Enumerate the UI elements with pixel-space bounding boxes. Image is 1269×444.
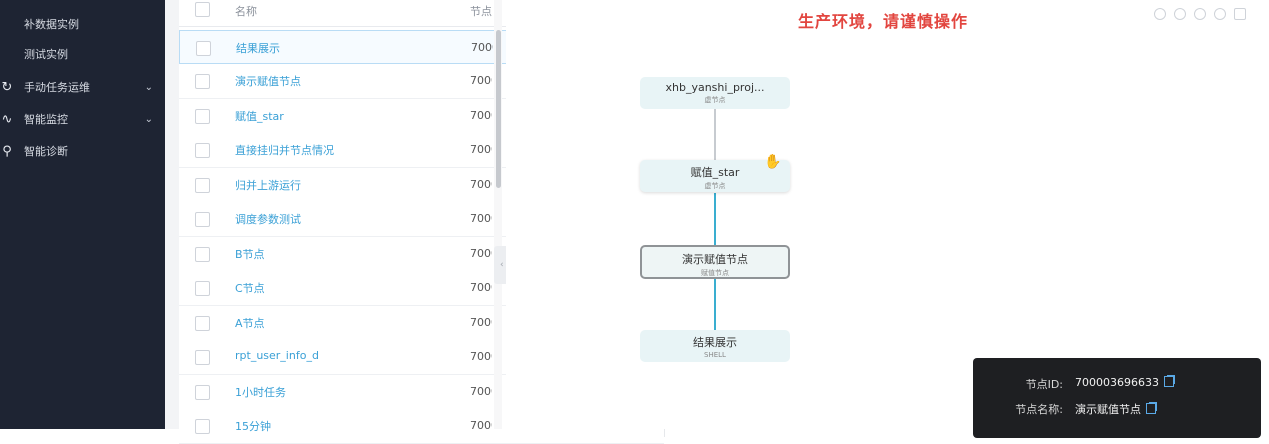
dag-node[interactable]: 结果展示 SHELL xyxy=(640,330,790,362)
sidebar-item-label: 智能监控 xyxy=(24,113,68,126)
task-id: 7000 xyxy=(470,385,492,398)
fullscreen-icon[interactable] xyxy=(1234,8,1246,20)
production-warning: 生产环境，请谨慎操作 xyxy=(798,12,969,31)
row-checkbox[interactable] xyxy=(196,41,211,56)
chevron-down-icon: ⌄ xyxy=(144,81,153,93)
dag-edge xyxy=(714,108,716,160)
sidebar-item-label: 智能诊断 xyxy=(24,145,68,158)
dag-node-title: 结果展示 xyxy=(693,336,737,349)
sidebar-item-label: 补数据实例 xyxy=(24,18,79,31)
task-name-link[interactable]: A节点 xyxy=(235,317,265,330)
row-checkbox[interactable] xyxy=(195,247,210,262)
task-list-panel: 名称 节点 结果展示 7000 演示赋值节点 7000 赋值_star 7000… xyxy=(165,0,665,444)
copy-icon[interactable] xyxy=(1146,403,1156,414)
task-id: 7000 xyxy=(470,109,492,122)
row-checkbox[interactable] xyxy=(195,74,210,89)
row-checkbox[interactable] xyxy=(195,350,210,365)
column-header-id: 节点 xyxy=(470,5,492,18)
node-id-label: 节点ID: xyxy=(1025,378,1063,391)
hand-cursor-icon: ✋ xyxy=(764,154,782,170)
row-checkbox[interactable] xyxy=(195,212,210,227)
task-id: 7000 xyxy=(470,316,492,329)
sidebar-item-test-instances[interactable]: 测试实例 xyxy=(0,42,165,66)
canvas-toolbar xyxy=(1154,8,1246,20)
dag-node-title: xhb_yanshi_proj... xyxy=(665,81,765,94)
dag-node-type: 虚节点 xyxy=(704,182,726,190)
task-name-link[interactable]: 15分钟 xyxy=(235,420,271,433)
sidebar-item-smart-diagnosis[interactable]: ⚲ 智能诊断 xyxy=(0,139,165,163)
task-name-link[interactable]: 直接挂归并节点情况 xyxy=(235,144,334,157)
diagnosis-icon: ⚲ xyxy=(2,143,12,159)
search-icon[interactable] xyxy=(1214,8,1226,20)
task-id: 7000 xyxy=(470,178,492,191)
pulse-icon: ∿ xyxy=(1,111,13,127)
task-id: 7000 xyxy=(470,419,492,432)
node-info-panel: 节点ID: 700003696633 节点名称: 演示赋值节点 xyxy=(973,358,1261,438)
chevron-down-icon: ⌄ xyxy=(144,113,153,125)
refresh-icon[interactable] xyxy=(1154,8,1166,20)
task-id: 7000 xyxy=(471,41,493,54)
refresh-icon: ↻ xyxy=(1,79,13,95)
dag-node-title: 赋值_star xyxy=(690,166,740,179)
select-all-checkbox[interactable] xyxy=(195,2,210,17)
sidebar-item-backfill-instances[interactable]: 补数据实例 xyxy=(0,12,165,36)
task-name-link[interactable]: rpt_user_info_d xyxy=(235,349,319,362)
sidebar-item-smart-monitoring[interactable]: ∿ 智能监控 ⌄ xyxy=(0,107,165,131)
zoom-in-icon[interactable] xyxy=(1174,8,1186,20)
row-checkbox[interactable] xyxy=(195,316,210,331)
dag-node-title: 演示赋值节点 xyxy=(682,253,748,266)
sidebar-item-manual-task-ops[interactable]: ↻ 手动任务运维 ⌄ xyxy=(0,75,165,99)
dag-edge xyxy=(714,279,716,331)
task-id: 7000 xyxy=(470,143,492,156)
row-checkbox[interactable] xyxy=(195,143,210,158)
task-id: 7000 xyxy=(470,281,492,294)
dag-node[interactable]: xhb_yanshi_proj... 虚节点 xyxy=(640,77,790,109)
zoom-out-icon[interactable] xyxy=(1194,8,1206,20)
task-name-link[interactable]: C节点 xyxy=(235,282,265,295)
dag-node-type: 赋值节点 xyxy=(701,269,729,277)
list-scrollbar-track xyxy=(494,0,502,429)
task-name-link[interactable]: 1小时任务 xyxy=(235,386,286,399)
sidebar-item-label: 测试实例 xyxy=(24,48,68,61)
node-id-value: 700003696633 xyxy=(1075,376,1174,389)
list-scrollbar-thumb[interactable] xyxy=(496,30,501,188)
row-checkbox[interactable] xyxy=(195,385,210,400)
dag-edge xyxy=(714,193,716,245)
dag-node-selected[interactable]: 演示赋值节点 赋值节点 xyxy=(640,245,790,279)
row-checkbox[interactable] xyxy=(195,109,210,124)
task-id: 7000 xyxy=(470,350,492,363)
task-id: 7000 xyxy=(470,74,492,87)
dag-node-type: 虚节点 xyxy=(704,96,726,104)
sidebar: 补数据实例 测试实例 ↻ 手动任务运维 ⌄ ∿ 智能监控 ⌄ ⚲ 智能诊断 xyxy=(0,0,165,429)
task-name-link[interactable]: 调度参数测试 xyxy=(235,213,301,226)
node-name-value: 演示赋值节点 xyxy=(1075,401,1156,417)
row-checkbox[interactable] xyxy=(195,281,210,296)
dag-node[interactable]: 赋值_star 虚节点 xyxy=(640,160,790,192)
column-header-name: 名称 xyxy=(235,5,257,18)
task-name-link[interactable]: 归并上游运行 xyxy=(235,179,301,192)
row-checkbox[interactable] xyxy=(195,419,210,434)
node-name-label: 节点名称: xyxy=(1015,403,1063,416)
task-name-link[interactable]: 结果展示 xyxy=(236,42,280,55)
row-checkbox[interactable] xyxy=(195,178,210,193)
task-id: 7000 xyxy=(470,247,492,260)
sidebar-item-label: 手动任务运维 xyxy=(24,81,90,94)
copy-icon[interactable] xyxy=(1163,376,1174,387)
dag-canvas[interactable] xyxy=(506,0,1269,429)
dag-node-type: SHELL xyxy=(704,351,726,359)
task-id: 7000 xyxy=(470,212,492,225)
task-name-link[interactable]: 赋值_star xyxy=(235,110,284,123)
task-name-link[interactable]: B节点 xyxy=(235,248,265,261)
task-name-link[interactable]: 演示赋值节点 xyxy=(235,75,301,88)
